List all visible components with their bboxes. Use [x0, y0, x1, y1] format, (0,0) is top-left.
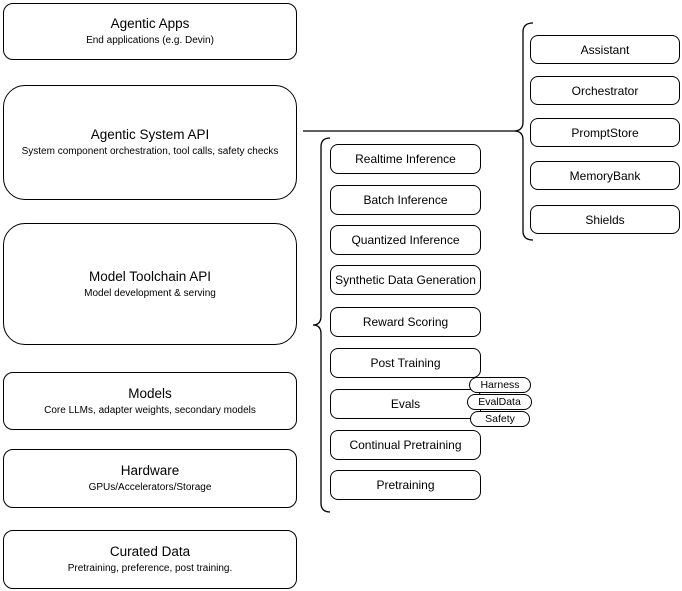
node-batch-inference: Batch Inference: [330, 185, 481, 215]
node-post-training: Post Training: [330, 348, 481, 378]
node-orchestrator: Orchestrator: [530, 76, 680, 105]
node-agentic-system-api: Agentic System API System component orch…: [3, 85, 297, 200]
node-evals: Evals: [330, 389, 481, 419]
node-title: Curated Data: [109, 544, 191, 559]
node-promptstore: PromptStore: [530, 118, 680, 147]
node-pretraining: Pretraining: [330, 470, 481, 500]
node-agentic-apps: Agentic Apps End applications (e.g. Devi…: [3, 3, 297, 60]
node-realtime-inference: Realtime Inference: [330, 144, 481, 174]
node-title: Agentic Apps: [110, 16, 190, 31]
node-curated-data: Curated Data Pretraining, preference, po…: [3, 530, 297, 589]
node-model-toolchain-api: Model Toolchain API Model development & …: [3, 223, 297, 345]
node-subtitle: GPUs/Accelerators/Storage: [88, 482, 212, 493]
pill-harness: Harness: [469, 377, 531, 393]
node-hardware: Hardware GPUs/Accelerators/Storage: [3, 449, 297, 508]
pill-safety: Safety: [470, 411, 530, 427]
node-quantized-inference: Quantized Inference: [330, 225, 481, 255]
node-title: Hardware: [120, 463, 180, 478]
node-memorybank: MemoryBank: [530, 161, 680, 190]
node-title: Agentic System API: [90, 127, 210, 142]
node-assistant: Assistant: [530, 35, 680, 64]
node-synthetic-data-generation: Synthetic Data Generation: [330, 265, 481, 295]
node-subtitle: Pretraining, preference, post training.: [67, 563, 233, 574]
node-title: Models: [128, 385, 172, 401]
node-models: Models Core LLMs, adapter weights, secon…: [3, 372, 297, 430]
node-shields: Shields: [530, 205, 680, 234]
pill-evaldata: EvalData: [467, 394, 532, 410]
node-continual-pretraining: Continual Pretraining: [330, 430, 481, 460]
toolchain-brace: [312, 137, 331, 513]
node-subtitle: System component orchestration, tool cal…: [21, 146, 279, 157]
node-subtitle: End applications (e.g. Devin): [86, 35, 214, 46]
node-reward-scoring: Reward Scoring: [330, 307, 481, 337]
node-subtitle: Model development & serving: [84, 287, 216, 299]
node-subtitle: Core LLMs, adapter weights, secondary mo…: [44, 404, 256, 416]
node-title: Model Toolchain API: [88, 268, 212, 284]
